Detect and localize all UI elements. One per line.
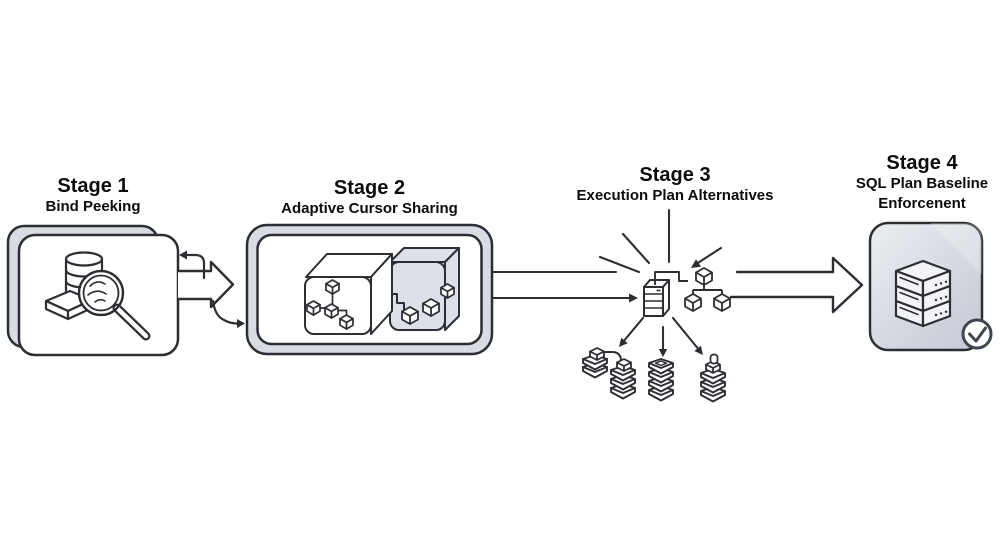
plan-stack-right-icon [700,353,726,403]
plan-stack-left-icon [582,347,636,400]
server-tier-3 [894,299,952,328]
loop-back-arrow-icon [179,250,206,280]
shared-cursor-modules-icon [304,247,460,335]
magnifier-icon [77,269,151,341]
stage-2-title: Stage 2 [333,177,406,199]
plan-tree-mini-icon [306,279,354,330]
plan-rays [598,208,723,274]
server-tier-1 [894,269,952,298]
stage-4-title: Stage 4 [886,152,958,174]
loop-forward-arrow-icon [211,299,245,328]
stage-4-subtitle: SQL Plan Baseline Enforcenent [855,175,989,212]
verified-check-icon [961,318,993,350]
database-search-icon [44,251,151,341]
stage-3-subtitle: Execution Plan Alternatives [576,187,774,205]
stage-2-subtitle: Adaptive Cursor Sharing [281,200,458,218]
stage2-stage3-connector [490,270,638,303]
stage-1-title: Stage 1 [57,175,129,197]
optimizer-server-icon [643,279,670,317]
alternative-plan-arrows [619,316,703,357]
stage3-stage4-block-arrow [729,256,864,314]
stage-4-label: Stage 4 SQL Plan Baseline Enforcenent [852,152,992,213]
baseline-server-stack-icon [894,259,952,328]
stage-1-label: Stage 1 Bind Peeking [8,175,178,217]
stage1-stage2-connector [176,250,245,328]
front-module-icon [304,253,393,335]
plan-stack-middle-icon [648,358,674,402]
plan-tree-cubes-icon [654,267,731,312]
stage-3-title: Stage 3 [639,164,711,186]
stage-3-label: Stage 3 Execution Plan Alternatives [558,164,792,206]
block-arrow-icon [176,260,235,309]
stage-2-label: Stage 2 Adaptive Cursor Sharing [247,177,492,219]
stage-1-subtitle: Bind Peeking [45,198,141,216]
back-module-icon [389,247,460,331]
